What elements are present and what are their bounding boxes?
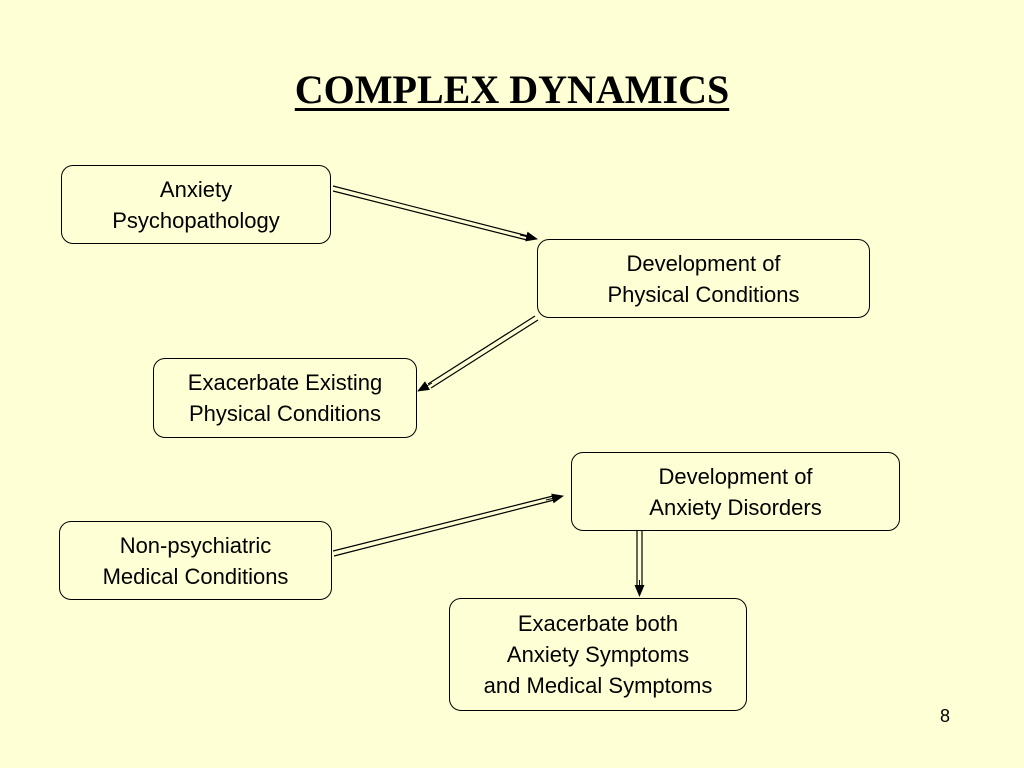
node-label-line: Non-psychiatric [119, 532, 272, 558]
arrow-anxiety-to-physical [332, 185, 538, 242]
node-label-line: Anxiety Disorders [649, 494, 822, 520]
node-label-line: Psychopathology [112, 207, 280, 233]
node-exacerbate-both: Exacerbate both Anxiety Symptoms and Med… [449, 598, 747, 711]
node-label-line: Exacerbate both [517, 611, 679, 636]
node-label-line: Physical Conditions [189, 401, 381, 426]
arrow-nonpsych-to-anxiety [332, 493, 564, 557]
slide-title: COMPLEX DYNAMICS [294, 67, 730, 112]
node-label-line: Anxiety [159, 176, 233, 202]
node-label-line: Exacerbate Existing [187, 370, 383, 395]
node-development-anxiety-disorders: Development of Anxiety Disorders [571, 452, 900, 531]
node-label-line: Physical Conditions [607, 281, 800, 307]
arrow-anxiety-to-both [634, 531, 645, 597]
arrow-physical-to-exacerbate [417, 315, 539, 392]
node-label-line: Medical Conditions [102, 563, 289, 589]
node-label-line: Anxiety Symptoms [506, 642, 690, 667]
node-anxiety-psychopathology: Anxiety Psychopathology [61, 165, 331, 244]
node-exacerbate-existing-physical: Exacerbate Existing Physical Conditions [153, 358, 417, 438]
node-label-line: Development of [658, 463, 813, 489]
node-label-line: and Medical Symptoms [483, 673, 713, 698]
node-label-line: Development of [626, 250, 781, 276]
node-development-physical-conditions: Development of Physical Conditions [537, 239, 870, 318]
node-non-psychiatric-medical: Non-psychiatric Medical Conditions [59, 521, 332, 600]
page-number: 8 [940, 706, 951, 726]
